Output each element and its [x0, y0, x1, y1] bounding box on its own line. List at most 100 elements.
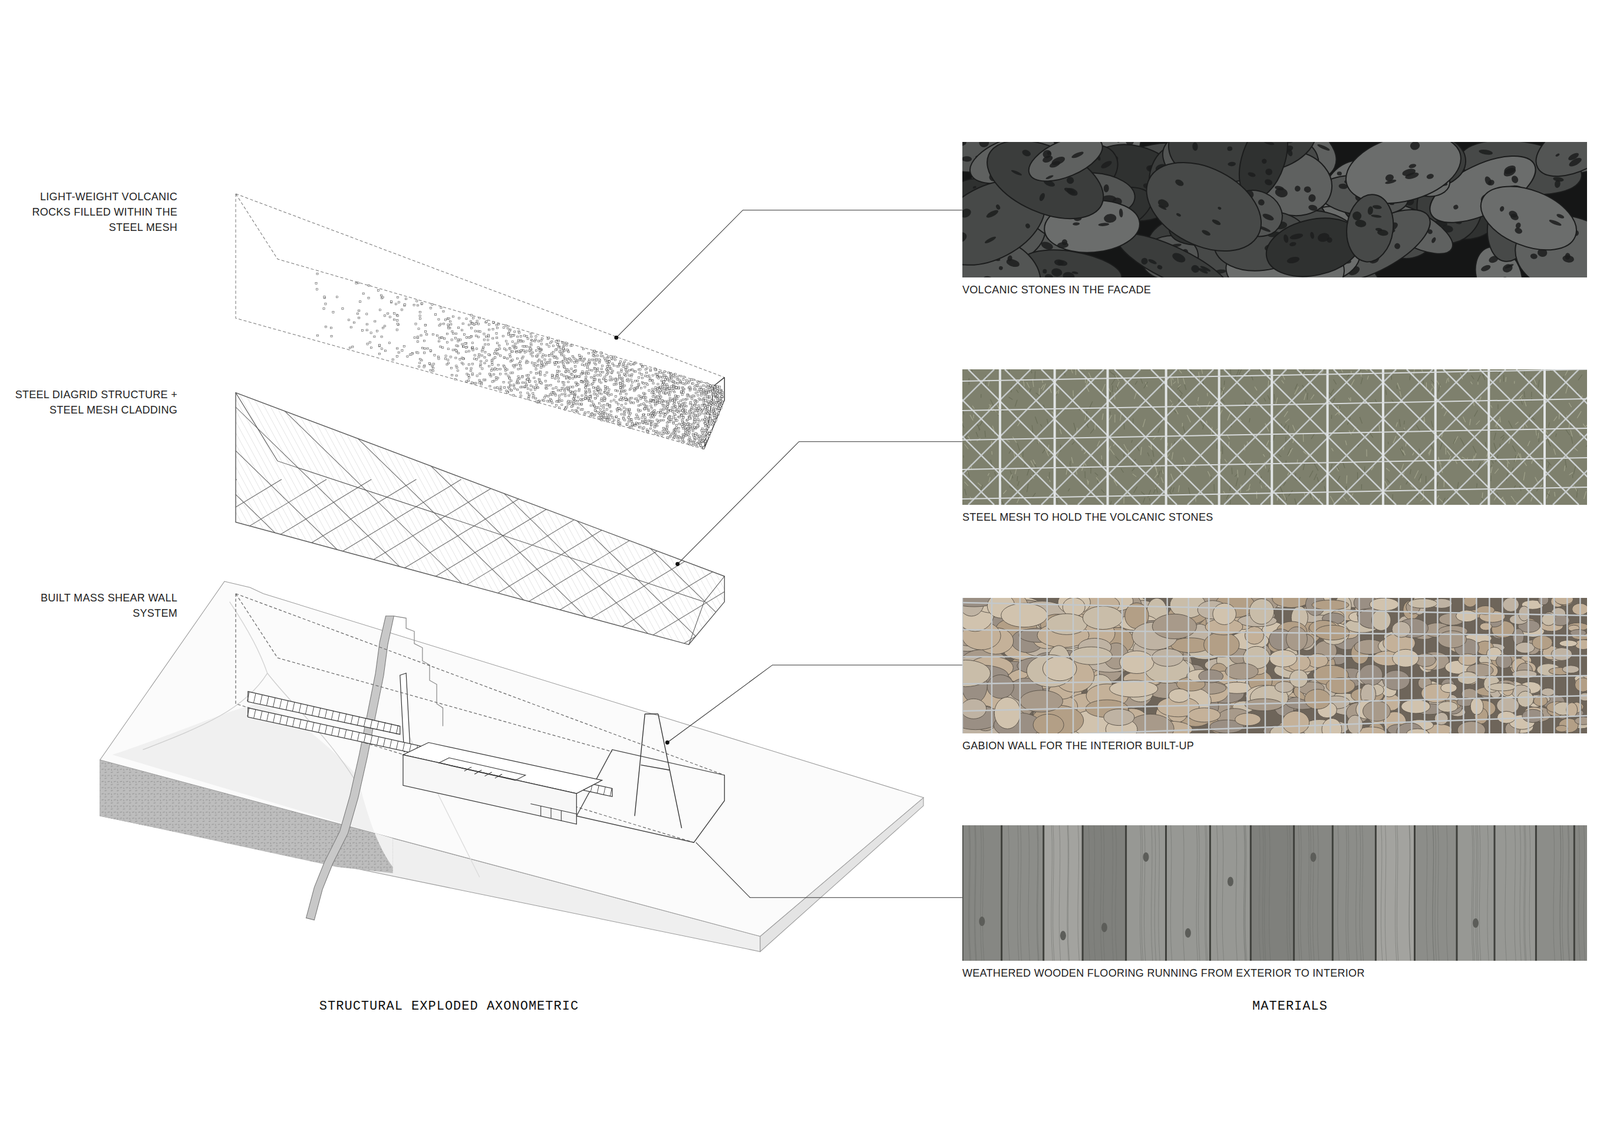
rock-dot [437, 355, 440, 358]
rock-dot [530, 362, 533, 365]
rock-dot [672, 384, 675, 387]
rock-dot [469, 320, 472, 323]
rock-dot [588, 400, 591, 402]
diagrid-member [432, 336, 821, 715]
rock-dot [457, 352, 460, 355]
rock-dot [643, 407, 646, 410]
rock-dot [708, 403, 711, 406]
rock-dot [553, 364, 556, 366]
mesh-line [710, 336, 915, 715]
rock-dot [465, 351, 468, 354]
rock-dot [642, 392, 645, 395]
mesh-line [618, 336, 823, 715]
rock-dot [693, 436, 695, 439]
rock-dot [463, 333, 465, 336]
rock-dot [357, 282, 359, 285]
rock-dot [619, 382, 622, 385]
rock-dot [594, 397, 596, 400]
rock-dot [672, 390, 675, 392]
rock-dot [423, 340, 426, 342]
rock-dot [443, 337, 446, 340]
rock-dot [378, 353, 381, 355]
rock-dot [697, 441, 700, 444]
rock-dot [629, 418, 632, 421]
rock-dot [625, 403, 628, 405]
rock-dot [483, 378, 486, 381]
rock-dot [711, 424, 714, 427]
rock-dot [566, 403, 569, 406]
rock-dot [628, 399, 630, 402]
rock-dot [704, 436, 707, 439]
rock-dot [631, 424, 634, 427]
rock-dot [558, 340, 560, 342]
rock-dot [419, 318, 421, 320]
rock-dot [545, 384, 547, 387]
rock-dot [596, 374, 599, 376]
rock-dot [605, 374, 608, 376]
rock-dot [677, 401, 680, 404]
rock-dot [649, 368, 652, 371]
rock-dot [470, 367, 473, 370]
rock-dot [689, 423, 692, 426]
rock-dot [680, 405, 683, 408]
rock-dot [649, 401, 652, 404]
mesh-line [386, 336, 590, 715]
rock-dot [700, 412, 703, 415]
rock-dot [365, 313, 368, 316]
rock-dot [528, 396, 530, 398]
rock-dot [644, 386, 646, 389]
rock-dot [421, 302, 424, 305]
rock-dot [706, 413, 709, 415]
rock-dot [614, 356, 617, 359]
rock-dot [691, 444, 694, 447]
rock-dot [493, 387, 496, 389]
rock-dot [316, 334, 319, 337]
rock-dot [532, 395, 535, 398]
rock-dot [393, 312, 395, 315]
rock-dot [636, 423, 639, 426]
mesh-line [5, 336, 210, 715]
rock-dot [680, 400, 682, 402]
mesh-line [269, 336, 474, 715]
rock-dot [457, 340, 460, 343]
rock-dot [691, 404, 694, 407]
rock-dot [651, 379, 654, 382]
diagrid-member [0, 479, 327, 715]
rock-dot [611, 421, 614, 424]
rock-dot [710, 430, 712, 432]
rock-dot [423, 352, 426, 355]
rock-dot [611, 363, 614, 365]
rock-dot [638, 422, 641, 425]
rock-dot [431, 365, 434, 368]
rock-dot [690, 378, 693, 381]
rock-dot [400, 308, 403, 311]
rock-dot [624, 367, 627, 369]
rock-dot [618, 407, 620, 410]
rock-dot [709, 384, 712, 387]
rock-dot [677, 430, 680, 433]
rock-dot [589, 404, 592, 407]
mesh-line [545, 336, 750, 715]
rock-dot [511, 341, 514, 343]
rock-dot [595, 393, 597, 396]
rock-dot [659, 414, 662, 417]
mesh-line [195, 336, 400, 715]
rock-dot [560, 373, 563, 376]
rock-dot [717, 395, 719, 398]
rock-dot [648, 390, 651, 392]
rock-dot [535, 368, 537, 371]
rock-dot [526, 337, 529, 340]
rock-dot [707, 391, 710, 394]
rock-dot [630, 397, 633, 399]
rock-dot [575, 358, 577, 361]
mesh-line [673, 336, 878, 715]
wall-slab [400, 673, 411, 752]
rock-dot [450, 339, 453, 342]
rock-dot [330, 335, 333, 338]
mesh-line [759, 336, 963, 715]
rock-dot [602, 404, 605, 407]
rock-dot [612, 364, 615, 367]
rock-dot [638, 372, 641, 375]
rock-dot [638, 377, 640, 379]
rock-dot [471, 373, 474, 375]
